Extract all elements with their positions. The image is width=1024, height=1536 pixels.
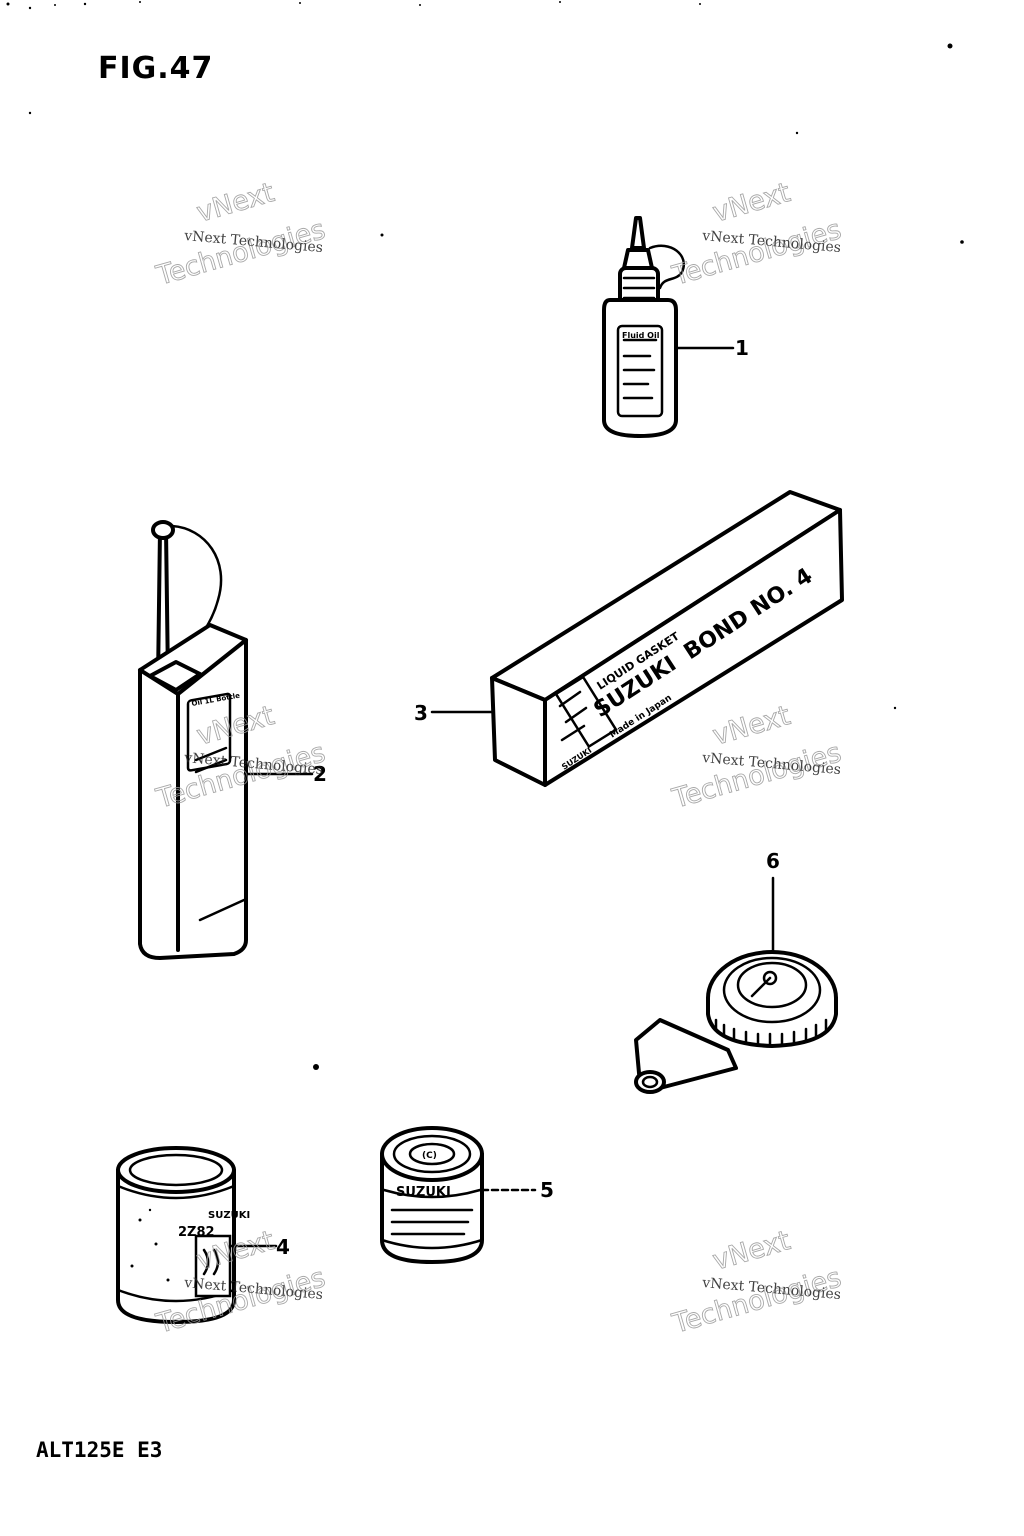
watermark-top-left: vNext Technologies vNext Technologies [152, 177, 329, 293]
scan-specks [6, 1, 964, 1070]
bond-box-icon: SUZUKI LIQUID GASKET SUZUKI BOND NO. 4 M… [490, 490, 844, 787]
small-paint-can-icon: (C) SUZUKI [380, 1126, 484, 1264]
callout-2: 2 [313, 762, 327, 786]
large-paint-can-icon: SUZUKI 2Z82 [116, 1146, 250, 1324]
callout-6: 6 [766, 849, 780, 873]
svg-text:(C): (C) [422, 1151, 437, 1161]
callout-3: 3 [414, 701, 428, 725]
figure-title: FIG.47 [98, 51, 213, 86]
oil-bottle-icon: Fluid Oil [602, 216, 685, 438]
oil-can-icon: Oil 1L Bottle [138, 520, 248, 960]
bottle-label: Fluid Oil [622, 331, 660, 340]
svg-text:vNext: vNext [709, 1225, 793, 1277]
can5-brand: SUZUKI [396, 1185, 451, 1200]
callout-5: 5 [540, 1178, 554, 1202]
callout-1: 1 [735, 336, 749, 360]
watermark-mid-right: vNext Technologies vNext Technologies [668, 700, 845, 816]
can4-line1: SUZUKI [208, 1210, 250, 1221]
svg-text:vNext: vNext [193, 177, 277, 229]
can4-line2: 2Z82 [178, 1225, 215, 1240]
svg-text:vNext: vNext [709, 177, 793, 229]
watermark-bottom-right: vNext Technologies vNext Technologies [668, 1225, 845, 1341]
callout-4: 4 [276, 1235, 290, 1259]
svg-text:vNext: vNext [709, 700, 793, 752]
pressure-gauge-icon [634, 950, 838, 1094]
model-code: ALT125E E3 [36, 1438, 162, 1462]
watermark-top-right: vNext Technologies vNext Technologies [668, 177, 845, 293]
